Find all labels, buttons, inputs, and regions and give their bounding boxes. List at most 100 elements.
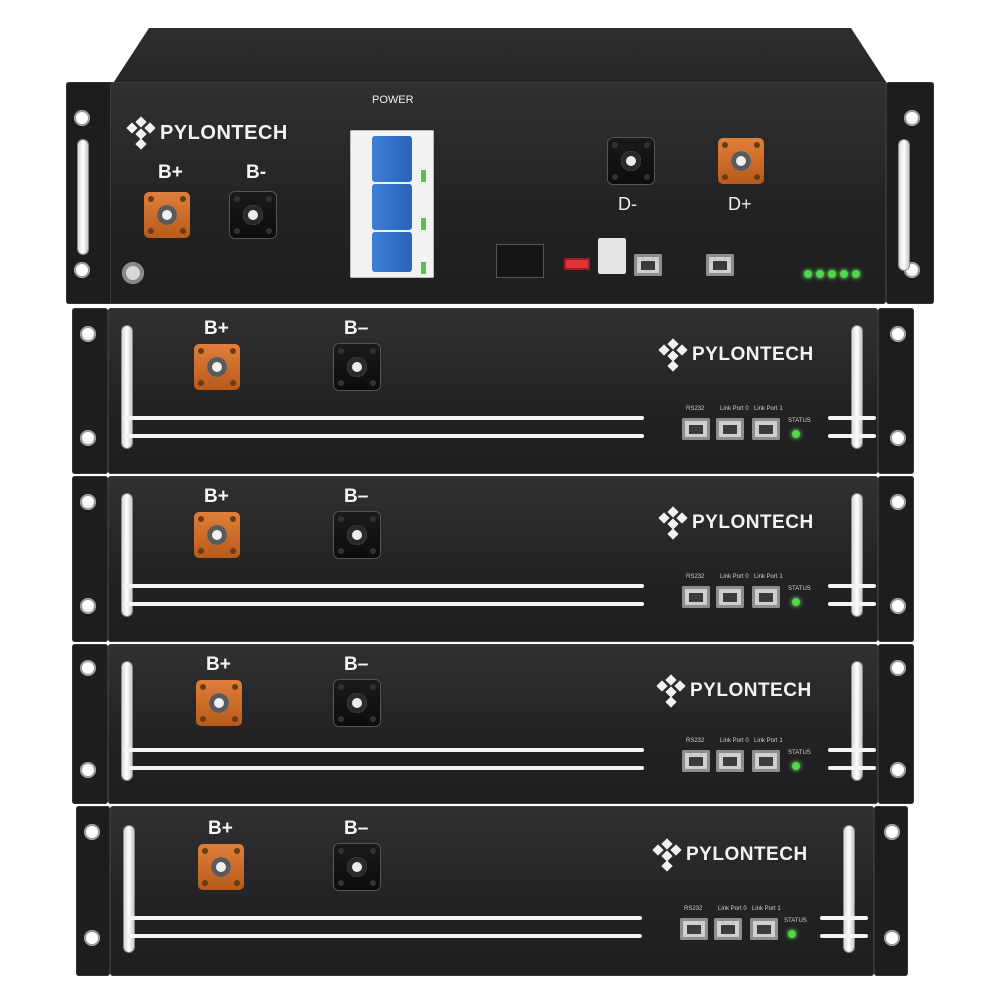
mount-hole xyxy=(84,824,100,840)
status-led xyxy=(788,930,796,938)
module-negative-terminal[interactable] xyxy=(334,512,380,558)
mount-hole xyxy=(890,494,906,510)
rs232-port[interactable] xyxy=(682,418,710,440)
battery-module-2: B+ B– PYLONTECH RS232 Link Port 0 Link P… xyxy=(108,476,878,642)
module-left-handle[interactable] xyxy=(122,662,132,780)
module-right-handle[interactable] xyxy=(844,826,854,952)
controller-front-panel: PYLONTECH B+ B- POWER D- xyxy=(110,82,886,304)
module-negative-terminal[interactable] xyxy=(334,680,380,726)
status-led xyxy=(792,762,800,770)
module-left-handle[interactable] xyxy=(122,326,132,448)
mount-hole xyxy=(884,824,900,840)
terminal-block[interactable] xyxy=(496,244,544,278)
front-stripe xyxy=(820,934,868,938)
module-positive-terminal[interactable] xyxy=(194,344,240,390)
power-label: POWER xyxy=(372,94,414,106)
breaker-switch[interactable] xyxy=(372,184,412,230)
module-negative-terminal[interactable] xyxy=(334,844,380,890)
module-b-plus-label: B+ xyxy=(204,486,229,507)
link-port-0[interactable] xyxy=(716,750,744,772)
module-b-plus-label: B+ xyxy=(208,818,233,839)
mount-hole xyxy=(74,262,90,278)
module-b-minus-label: B– xyxy=(344,486,369,507)
link-port-1[interactable] xyxy=(750,918,778,940)
status-led xyxy=(816,270,824,278)
battery-module-3: B+ B– PYLONTECH RS232 Link Port 0 Link P… xyxy=(108,644,878,804)
link-port-0[interactable] xyxy=(714,918,742,940)
bolt-icon xyxy=(207,357,227,377)
mount-hole xyxy=(80,660,96,676)
front-stripe xyxy=(828,434,876,438)
controller-d-minus-label: D- xyxy=(618,194,637,214)
link-port-0-label: Link Port 0 xyxy=(720,574,749,580)
link-port-1[interactable] xyxy=(752,418,780,440)
pylontech-logo-icon xyxy=(656,674,686,708)
pylontech-logo-icon xyxy=(652,838,682,872)
module-left-handle[interactable] xyxy=(124,826,134,952)
battery-module-1: B+ B– PYLONTECH RS232 Link Port 0 Link P… xyxy=(108,308,878,474)
bolt-icon xyxy=(347,693,367,713)
module-negative-terminal[interactable] xyxy=(334,344,380,390)
module-positive-terminal[interactable] xyxy=(196,680,242,726)
rs232-label: RS232 xyxy=(686,738,705,744)
mount-hole xyxy=(74,110,90,126)
module-brand-text: PYLONTECH xyxy=(690,680,812,701)
module-brand-logo: PYLONTECH xyxy=(652,838,808,872)
module-right-handle[interactable] xyxy=(852,326,862,448)
module-b-plus-label: B+ xyxy=(206,654,231,675)
breaker-switch[interactable] xyxy=(372,136,412,182)
module-brand-logo: PYLONTECH xyxy=(658,338,814,372)
status-led xyxy=(792,430,800,438)
link-port-0[interactable] xyxy=(716,586,744,608)
communication-port[interactable] xyxy=(706,254,734,276)
ground-knob[interactable] xyxy=(122,262,144,284)
module-brand-text: PYLONTECH xyxy=(692,344,814,365)
communication-port[interactable] xyxy=(634,254,662,276)
module-brand-logo: PYLONTECH xyxy=(656,674,812,708)
mount-hole xyxy=(80,430,96,446)
rs232-port[interactable] xyxy=(680,918,708,940)
link-port-0[interactable] xyxy=(716,418,744,440)
link-port-1[interactable] xyxy=(752,586,780,608)
bolt-icon xyxy=(207,525,227,545)
module-brand-text: PYLONTECH xyxy=(692,512,814,533)
module-brand-logo: PYLONTECH xyxy=(658,506,814,540)
link-port-1[interactable] xyxy=(752,750,780,772)
rj-port[interactable] xyxy=(598,238,626,274)
module-right-handle[interactable] xyxy=(852,494,862,616)
pylontech-logo-icon xyxy=(658,506,688,540)
controller-brand-logo: PYLONTECH xyxy=(126,116,288,150)
controller-d-plus-terminal[interactable] xyxy=(718,138,764,184)
mount-hole xyxy=(80,494,96,510)
controller-left-handle[interactable] xyxy=(78,140,88,254)
controller-positive-terminal[interactable] xyxy=(144,192,190,238)
module-left-handle[interactable] xyxy=(122,494,132,616)
controller-negative-terminal[interactable] xyxy=(230,192,276,238)
front-stripe xyxy=(828,416,876,420)
rs232-port[interactable] xyxy=(682,586,710,608)
front-stripe xyxy=(820,916,868,920)
rs232-port[interactable] xyxy=(682,750,710,772)
mount-hole xyxy=(890,660,906,676)
module-positive-terminal[interactable] xyxy=(194,512,240,558)
module-right-handle[interactable] xyxy=(852,662,862,780)
status-led xyxy=(804,270,812,278)
bolt-icon xyxy=(621,151,641,171)
front-stripe xyxy=(828,602,876,606)
breaker-switch[interactable] xyxy=(372,232,412,272)
controller-d-minus-terminal[interactable] xyxy=(608,138,654,184)
pylontech-logo-icon xyxy=(658,338,688,372)
status-led xyxy=(852,270,860,278)
link-port-1-label: Link Port 1 xyxy=(754,406,783,412)
mount-hole xyxy=(80,762,96,778)
power-breaker[interactable] xyxy=(350,130,434,278)
front-stripe xyxy=(124,434,644,438)
bolt-icon xyxy=(243,205,263,225)
status-led xyxy=(828,270,836,278)
module-positive-terminal[interactable] xyxy=(198,844,244,890)
controller-right-handle[interactable] xyxy=(899,140,909,270)
front-stripe xyxy=(124,602,644,606)
bolt-icon xyxy=(157,205,177,225)
dip-switch[interactable] xyxy=(564,258,590,270)
